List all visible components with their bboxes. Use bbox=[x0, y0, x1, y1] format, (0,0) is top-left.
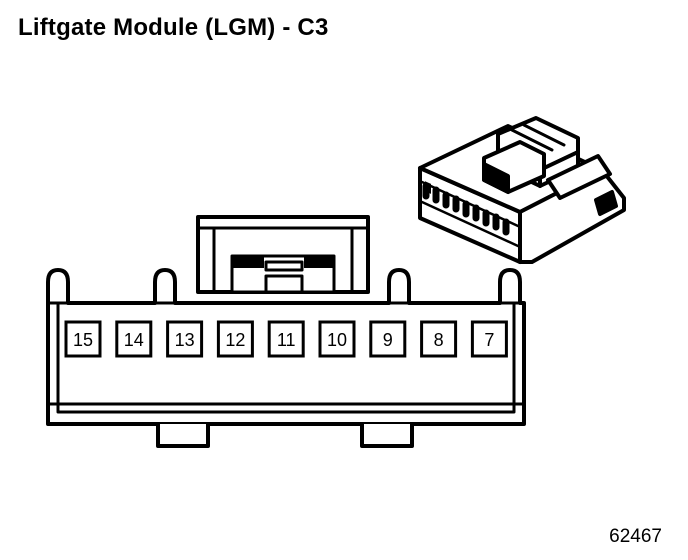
terminal-number: 12 bbox=[225, 330, 245, 350]
terminal-cavity: 9 bbox=[369, 320, 407, 358]
terminal-cavity: 13 bbox=[166, 320, 204, 358]
terminal-cavity-box bbox=[470, 320, 508, 358]
terminal-cavity-box bbox=[64, 320, 102, 358]
figure-number: 62467 bbox=[609, 526, 662, 547]
connector-isometric-view bbox=[418, 116, 626, 264]
terminal-cavity: 15 bbox=[64, 320, 102, 358]
terminal-number: 7 bbox=[484, 330, 494, 350]
terminal-cavity-box bbox=[369, 320, 407, 358]
terminal-cavities: 15 14 13 12 11 10 9 8 7 bbox=[64, 320, 508, 358]
terminal-number: 15 bbox=[73, 330, 93, 350]
terminal-cavity-box bbox=[115, 320, 153, 358]
terminal-cavity: 10 bbox=[318, 320, 356, 358]
terminal-cavity-box bbox=[318, 320, 356, 358]
diagram-title: Liftgate Module (LGM) - C3 bbox=[18, 14, 329, 41]
terminal-number: 13 bbox=[175, 330, 195, 350]
terminal-cavity: 8 bbox=[420, 320, 458, 358]
terminal-number: 14 bbox=[124, 330, 144, 350]
terminal-cavity-box bbox=[166, 320, 204, 358]
terminal-cavity-box bbox=[420, 320, 458, 358]
terminal-number: 11 bbox=[277, 330, 296, 350]
terminal-cavity: 11 bbox=[267, 320, 305, 358]
terminal-number: 8 bbox=[434, 330, 444, 350]
terminal-cavity: 14 bbox=[115, 320, 153, 358]
terminal-number: 10 bbox=[327, 330, 347, 350]
terminal-cavity: 12 bbox=[216, 320, 254, 358]
terminal-cavity-box bbox=[267, 320, 305, 358]
terminal-cavity: 7 bbox=[470, 320, 508, 358]
terminal-number: 9 bbox=[383, 330, 393, 350]
terminal-cavity-box bbox=[216, 320, 254, 358]
